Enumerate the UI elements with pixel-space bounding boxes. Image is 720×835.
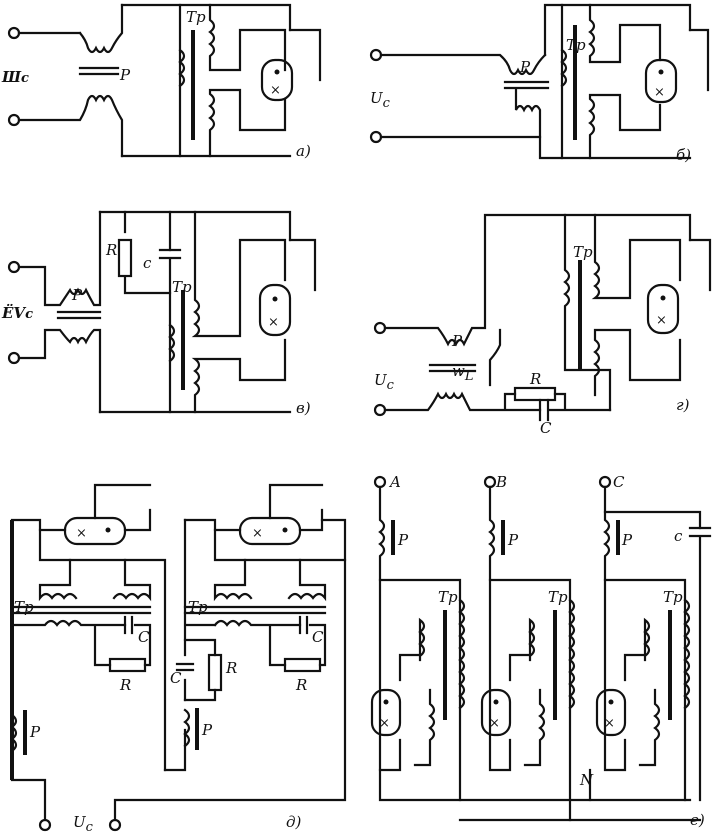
transformer-label-g: Tp — [573, 243, 593, 261]
terminal-b-top — [369, 48, 383, 62]
circuit-v: ЁVc P R c Tp × в) — [1, 210, 317, 417]
terminal-v-top — [7, 260, 21, 274]
lamp-e-c — [595, 688, 627, 737]
circuit-d: × Tp C R P Uc × Tp C R — [10, 483, 347, 835]
transformer-label-b-phase: Tp — [548, 588, 568, 606]
lamp-cross-e-b: × — [489, 716, 500, 731]
terminal-d-left — [38, 818, 52, 832]
terminal-d-right — [108, 818, 122, 832]
caption-a: а) — [296, 142, 311, 160]
terminal-b-bottom — [369, 130, 383, 144]
caption-d: д) — [286, 813, 302, 831]
terminal-phase-a — [373, 475, 387, 489]
uc-label-g: Uc — [374, 371, 395, 393]
transformer-label-b: Tp — [566, 36, 586, 54]
circuit-e: A P Tp × B P Tp × C c P — [370, 473, 712, 829]
reactor-label-b: P — [519, 58, 531, 76]
phase-label-a: A — [388, 473, 401, 491]
reactor-label-a-phase: P — [397, 531, 409, 549]
lamp-cross-a: × — [270, 83, 281, 98]
uc-label-d: Uc — [73, 813, 94, 835]
reactor-label-a: P — [119, 66, 131, 84]
circuit-a: Шc P Tp × а) — [1, 3, 322, 160]
caption-b: б) — [676, 146, 691, 164]
lamp-b — [644, 58, 678, 104]
terminal-g-top — [373, 321, 387, 335]
capacitor-label-d-left: C — [138, 628, 150, 646]
capacitor-label-e: c — [674, 527, 683, 545]
terminal-a-bottom — [7, 113, 21, 127]
resistor-d-right — [283, 657, 322, 673]
terminal-g-bottom — [373, 403, 387, 417]
circuit-b: Uc P Tp × б) — [369, 3, 710, 164]
lamp-cross-e-c: × — [604, 716, 615, 731]
lamp-d-right — [238, 516, 302, 546]
terminal-phase-b — [483, 475, 497, 489]
lamp-cross-d-left: × — [76, 526, 87, 541]
reactor-label-g: P — [451, 332, 463, 350]
resistor-label-v: R — [105, 241, 117, 259]
resistor-label-g: R — [529, 370, 541, 388]
resistor-d-left — [108, 657, 147, 673]
lamp-g — [646, 283, 680, 335]
resistor-d-mid — [207, 653, 223, 692]
resistor-label-d-mid: R — [225, 659, 237, 677]
terminal-v-bottom — [7, 351, 21, 365]
circuit-g: Uc P wL R C Tp × г) — [373, 213, 712, 437]
lamp-d-left — [63, 516, 127, 546]
lamp-v — [258, 283, 292, 337]
terminal-phase-c — [598, 475, 612, 489]
caption-g: г) — [676, 396, 690, 414]
capacitor-label-v: c — [143, 254, 152, 272]
lamp-cross-g: × — [656, 313, 667, 328]
capacitor-label-g: C — [540, 419, 552, 437]
phase-label-c: C — [613, 473, 625, 491]
capacitor-label-d-right: C — [312, 628, 324, 646]
uc-label-a: Шc — [1, 68, 29, 86]
lamp-cross-d-right: × — [252, 526, 263, 541]
uc-label-v: ЁVc — [1, 303, 33, 322]
transformer-label-c-phase: Tp — [663, 588, 683, 606]
terminal-a-top — [7, 26, 21, 40]
uc-label-b: Uc — [370, 89, 391, 111]
reactor-label-b-phase: P — [507, 531, 519, 549]
reactor-label-d-left: P — [29, 723, 41, 741]
lamp-e-b — [480, 688, 512, 737]
lamp-a — [260, 58, 294, 102]
lamp-e-a — [370, 688, 402, 737]
resistor-g — [513, 386, 557, 402]
resistor-v — [117, 238, 133, 278]
transformer-label-a: Tp — [186, 8, 206, 26]
reactor-label-v: P — [71, 286, 83, 304]
phase-label-b: B — [495, 473, 507, 491]
resistor-label-d-left: R — [119, 676, 131, 694]
resistor-label-d-right: R — [295, 676, 307, 694]
lamp-cross-v: × — [268, 315, 279, 330]
transformer-label-a-phase: Tp — [438, 588, 458, 606]
caption-v: в) — [296, 399, 311, 417]
reactor-label-d-right: P — [201, 721, 213, 739]
caption-e: е) — [690, 811, 705, 829]
lamp-cross-e-a: × — [379, 716, 390, 731]
transformer-label-d-right: Tp — [188, 598, 208, 616]
reactor-label-c-phase: P — [621, 531, 633, 549]
transformer-label-v: Tp — [172, 278, 192, 296]
neutral-label: N — [579, 771, 594, 789]
lamp-cross-b: × — [654, 85, 665, 100]
capacitor-label-d-mid: C — [170, 669, 182, 687]
transformer-label-d-left: Tp — [14, 598, 34, 616]
